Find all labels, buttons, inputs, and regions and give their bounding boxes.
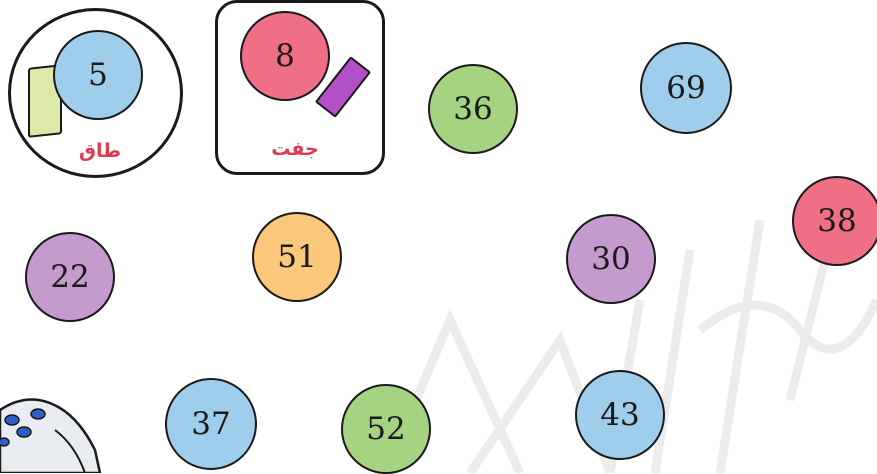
ball-number: 5 <box>88 57 108 93</box>
ball-number: 30 <box>591 241 630 277</box>
even-label: جفت <box>245 138 345 160</box>
ball-52[interactable]: 52 <box>341 384 431 474</box>
ball-69[interactable]: 69 <box>640 42 732 134</box>
ball-30[interactable]: 30 <box>566 214 656 304</box>
ball-number: 22 <box>50 259 89 295</box>
ball-number: 52 <box>366 411 405 447</box>
dice-illustration <box>0 390 110 473</box>
ball-36[interactable]: 36 <box>428 64 518 154</box>
ball-22[interactable]: 22 <box>25 232 115 322</box>
ball-number: 36 <box>453 91 492 127</box>
ball-5[interactable]: 5 <box>53 30 143 120</box>
ball-number: 43 <box>600 397 639 433</box>
ball-38[interactable]: 38 <box>792 176 877 266</box>
ball-51[interactable]: 51 <box>252 212 342 302</box>
ball-number: 37 <box>191 406 230 442</box>
ball-number: 38 <box>817 203 856 239</box>
odd-label: طاق <box>50 140 150 162</box>
ball-number: 69 <box>666 70 705 106</box>
ball-8[interactable]: 8 <box>240 11 330 101</box>
ball-37[interactable]: 37 <box>165 378 257 470</box>
ball-number: 51 <box>277 239 316 275</box>
ball-43[interactable]: 43 <box>575 370 665 460</box>
ball-number: 8 <box>275 38 295 74</box>
